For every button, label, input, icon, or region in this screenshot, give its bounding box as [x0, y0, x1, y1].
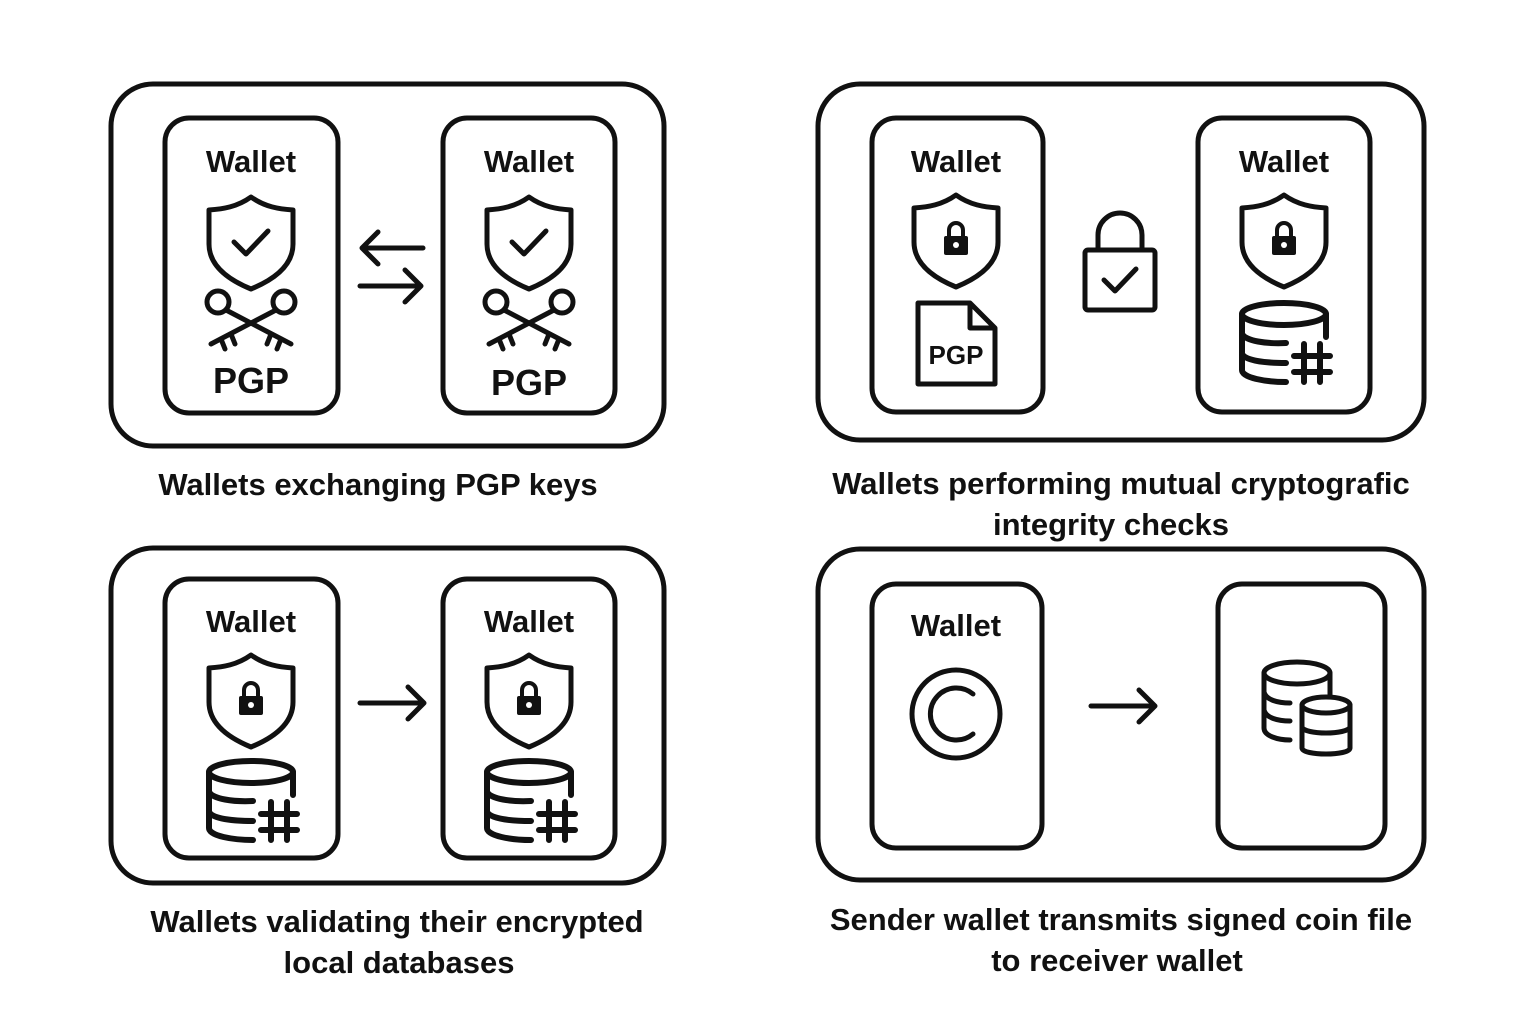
bidirectional-arrows-icon	[357, 229, 426, 305]
wallet-card-left: Wallet PGP	[162, 115, 341, 416]
caption-line-2: integrity checks	[993, 507, 1229, 542]
wallet-label: Wallet	[206, 604, 296, 639]
wallet-label: Wallet	[911, 144, 1001, 179]
caption-line-2: local databases	[284, 945, 515, 980]
arrow-right-icon	[360, 687, 424, 719]
caption-line-2: to receiver wallet	[991, 943, 1243, 978]
pgp-label: PGP	[213, 360, 289, 401]
coins-icon	[1261, 659, 1353, 757]
caption-line-1: Wallets performing mutual cryptografic	[832, 466, 1410, 501]
shield-lock-icon	[487, 655, 571, 747]
panel-transmit-coin: Wallet Sender wallet transmits signed co…	[815, 546, 1427, 978]
arrow-right-icon	[1091, 690, 1155, 722]
wallet-card-right: Wallet	[440, 576, 618, 861]
panel-pgp-exchange: Wallet PGP Wallet PGP Wallets exchanging…	[108, 81, 667, 502]
caption-line-1: Wallets validating their encrypted	[150, 904, 643, 939]
shield-lock-icon	[914, 195, 998, 287]
shield-check-icon	[209, 197, 293, 289]
caption-line-1: Sender wallet transmits signed coin file	[830, 902, 1412, 937]
svg-text:PGP: PGP	[929, 340, 984, 370]
wallet-label: Wallet	[911, 608, 1001, 643]
database-hash-icon	[1242, 303, 1330, 382]
wallet-card-left: Wallet	[162, 576, 341, 861]
keys-icon	[485, 291, 573, 349]
wallet-label: Wallet	[484, 144, 574, 179]
padlock-check-icon	[1082, 210, 1158, 313]
database-hash-icon	[487, 761, 575, 840]
pgp-file-icon: PGP	[915, 300, 998, 387]
wallet-label: Wallet	[1239, 144, 1329, 179]
shield-lock-icon	[1242, 195, 1326, 287]
caption: Wallets exchanging PGP keys	[158, 467, 597, 502]
wallet-card-left: Wallet PGP	[869, 115, 1046, 415]
panel-validate-databases: Wallet Wallet Wallets validating their e…	[108, 545, 667, 980]
wallet-label: Wallet	[206, 144, 296, 179]
shield-check-icon	[487, 197, 571, 289]
panel-integrity-checks: Wallet PGP Wallet Wallets performing mut…	[815, 81, 1427, 542]
wallet-card-right: Wallet PGP	[440, 115, 618, 416]
wallet-label: Wallet	[484, 604, 574, 639]
keys-icon	[207, 291, 295, 349]
shield-lock-icon	[209, 655, 293, 747]
wallet-card-right: Wallet	[1195, 115, 1373, 415]
sender-wallet-card: Wallet	[869, 581, 1045, 851]
pgp-label: PGP	[491, 362, 567, 403]
copyright-coin-icon	[909, 667, 1003, 761]
database-hash-icon	[209, 761, 297, 840]
receiver-wallet-card	[1215, 581, 1388, 851]
